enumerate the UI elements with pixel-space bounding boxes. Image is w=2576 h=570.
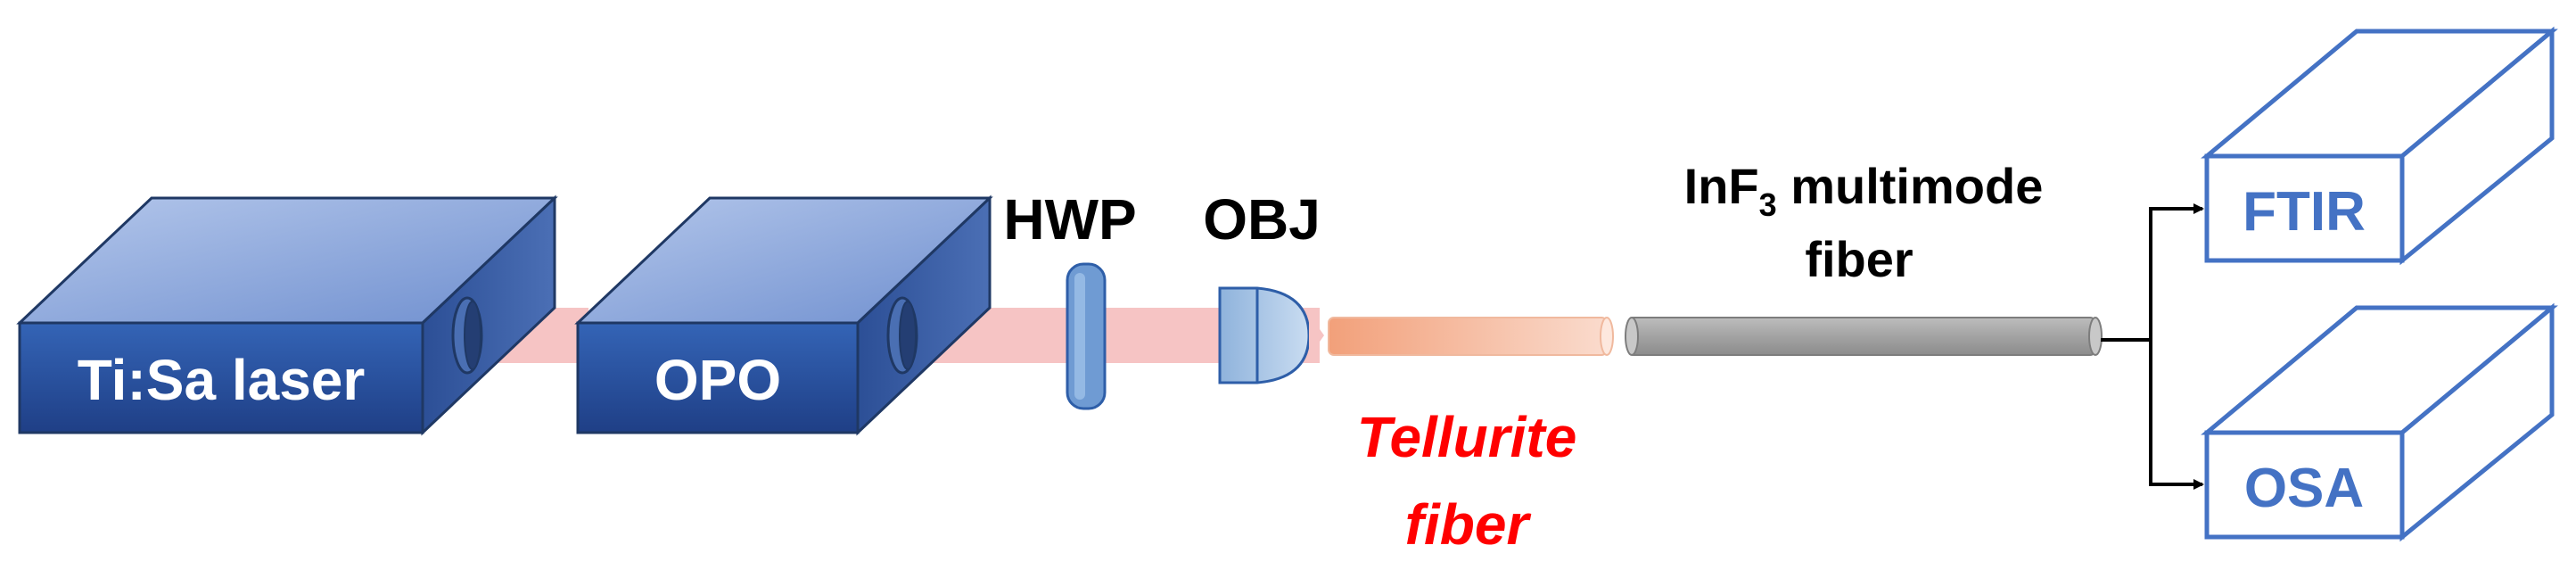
inf3-fiber-label-line2: fiber [1805,231,1913,287]
inf3-suffix: multimode [1777,158,2044,214]
opo-output-port [886,296,918,375]
tellurite-fiber [1328,317,1614,356]
osa-box [2201,302,2558,542]
inf3-fiber-label-line1: InF3 multimode [1684,158,2044,223]
opo-label: OPO [654,348,781,412]
ti-sa-laser-label: Ti:Sa laser [78,348,366,412]
inf3-multimode-fiber [1625,317,2103,356]
ftir-label: FTIR [2243,181,2366,243]
objective-lens [1218,286,1311,384]
hwp-label: HWP [1003,187,1136,252]
inf3-prefix: InF [1684,158,1759,214]
ti-sa-laser-box: Ti:Sa laser [16,194,558,436]
signal-splitter [2101,203,2204,490]
osa-label: OSA [2244,458,2364,519]
focused-beam-cone [1309,314,1324,357]
ftir-box [2201,26,2558,266]
tellurite-fiber-label-line1: Tellurite [1357,405,1577,469]
laser-output-port [451,296,483,375]
obj-label: OBJ [1203,187,1321,252]
opo-box: OPO [574,194,993,436]
inf3-subscript: 3 [1759,186,1777,223]
tellurite-fiber-label-line2: fiber [1405,492,1532,557]
half-wave-plate [1066,262,1107,410]
